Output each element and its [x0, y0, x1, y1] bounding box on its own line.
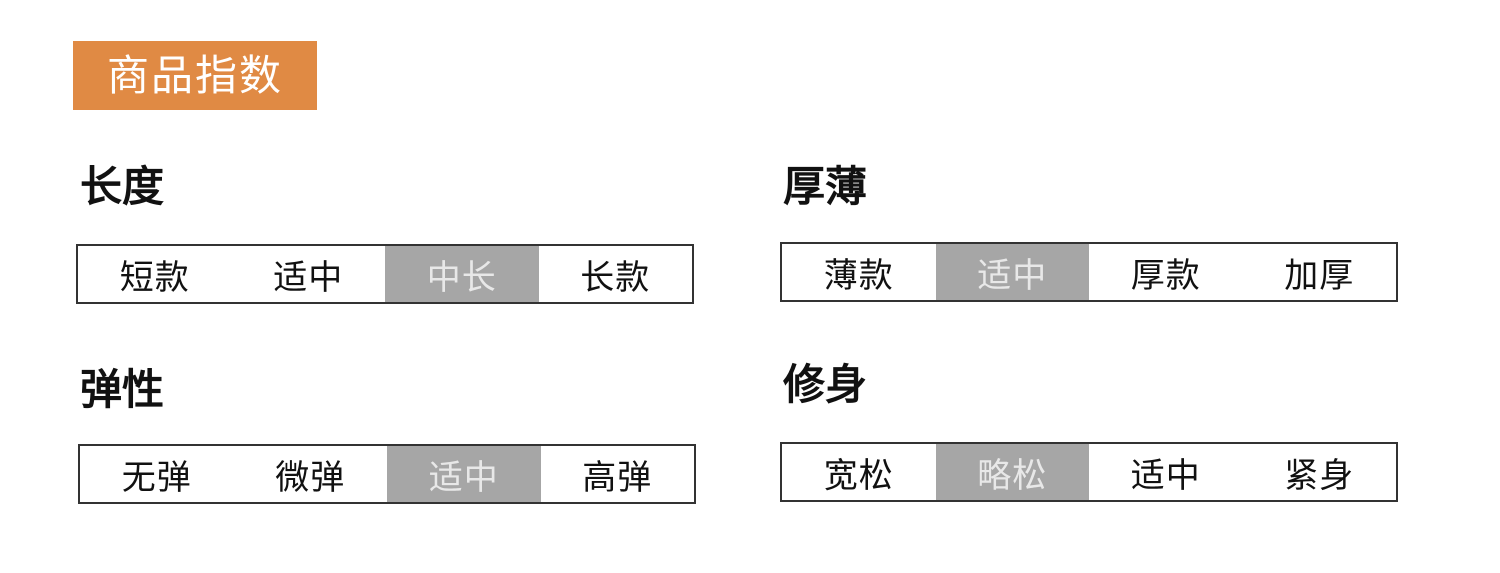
- elasticity-option-high[interactable]: 高弹: [582, 457, 653, 498]
- fit-option-tight[interactable]: 紧身: [1284, 455, 1355, 496]
- elasticity-option-medium[interactable]: 适中: [387, 446, 541, 502]
- thickness-selector: 薄款 适中 厚款 加厚: [780, 242, 1398, 302]
- fit-selector: 宽松 略松 适中 紧身: [780, 442, 1398, 502]
- length-option-medium[interactable]: 适中: [273, 257, 344, 298]
- length-selector: 短款 适中 中长 长款: [76, 244, 694, 304]
- group-title-thickness: 厚薄: [783, 162, 868, 211]
- thickness-option-extra-thick[interactable]: 加厚: [1284, 255, 1355, 296]
- thickness-option-thick[interactable]: 厚款: [1130, 255, 1201, 296]
- fit-option-medium[interactable]: 适中: [1130, 455, 1201, 496]
- elasticity-selector: 无弹 微弹 适中 高弹: [78, 444, 696, 504]
- fit-option-slightly-loose[interactable]: 略松: [935, 444, 1089, 500]
- length-option-long[interactable]: 长款: [580, 257, 651, 298]
- length-option-mid-long[interactable]: 中长: [385, 246, 539, 302]
- length-option-short[interactable]: 短款: [119, 257, 190, 298]
- group-title-elasticity: 弹性: [80, 365, 165, 414]
- group-title-length: 长度: [80, 162, 165, 211]
- thickness-option-thin[interactable]: 薄款: [823, 255, 894, 296]
- fit-option-loose[interactable]: 宽松: [823, 455, 894, 496]
- elasticity-option-slight[interactable]: 微弹: [275, 457, 346, 498]
- group-title-fit: 修身: [783, 360, 868, 409]
- product-index-badge: 商品指数: [73, 41, 317, 110]
- thickness-option-medium[interactable]: 适中: [935, 244, 1089, 300]
- elasticity-option-none[interactable]: 无弹: [121, 457, 192, 498]
